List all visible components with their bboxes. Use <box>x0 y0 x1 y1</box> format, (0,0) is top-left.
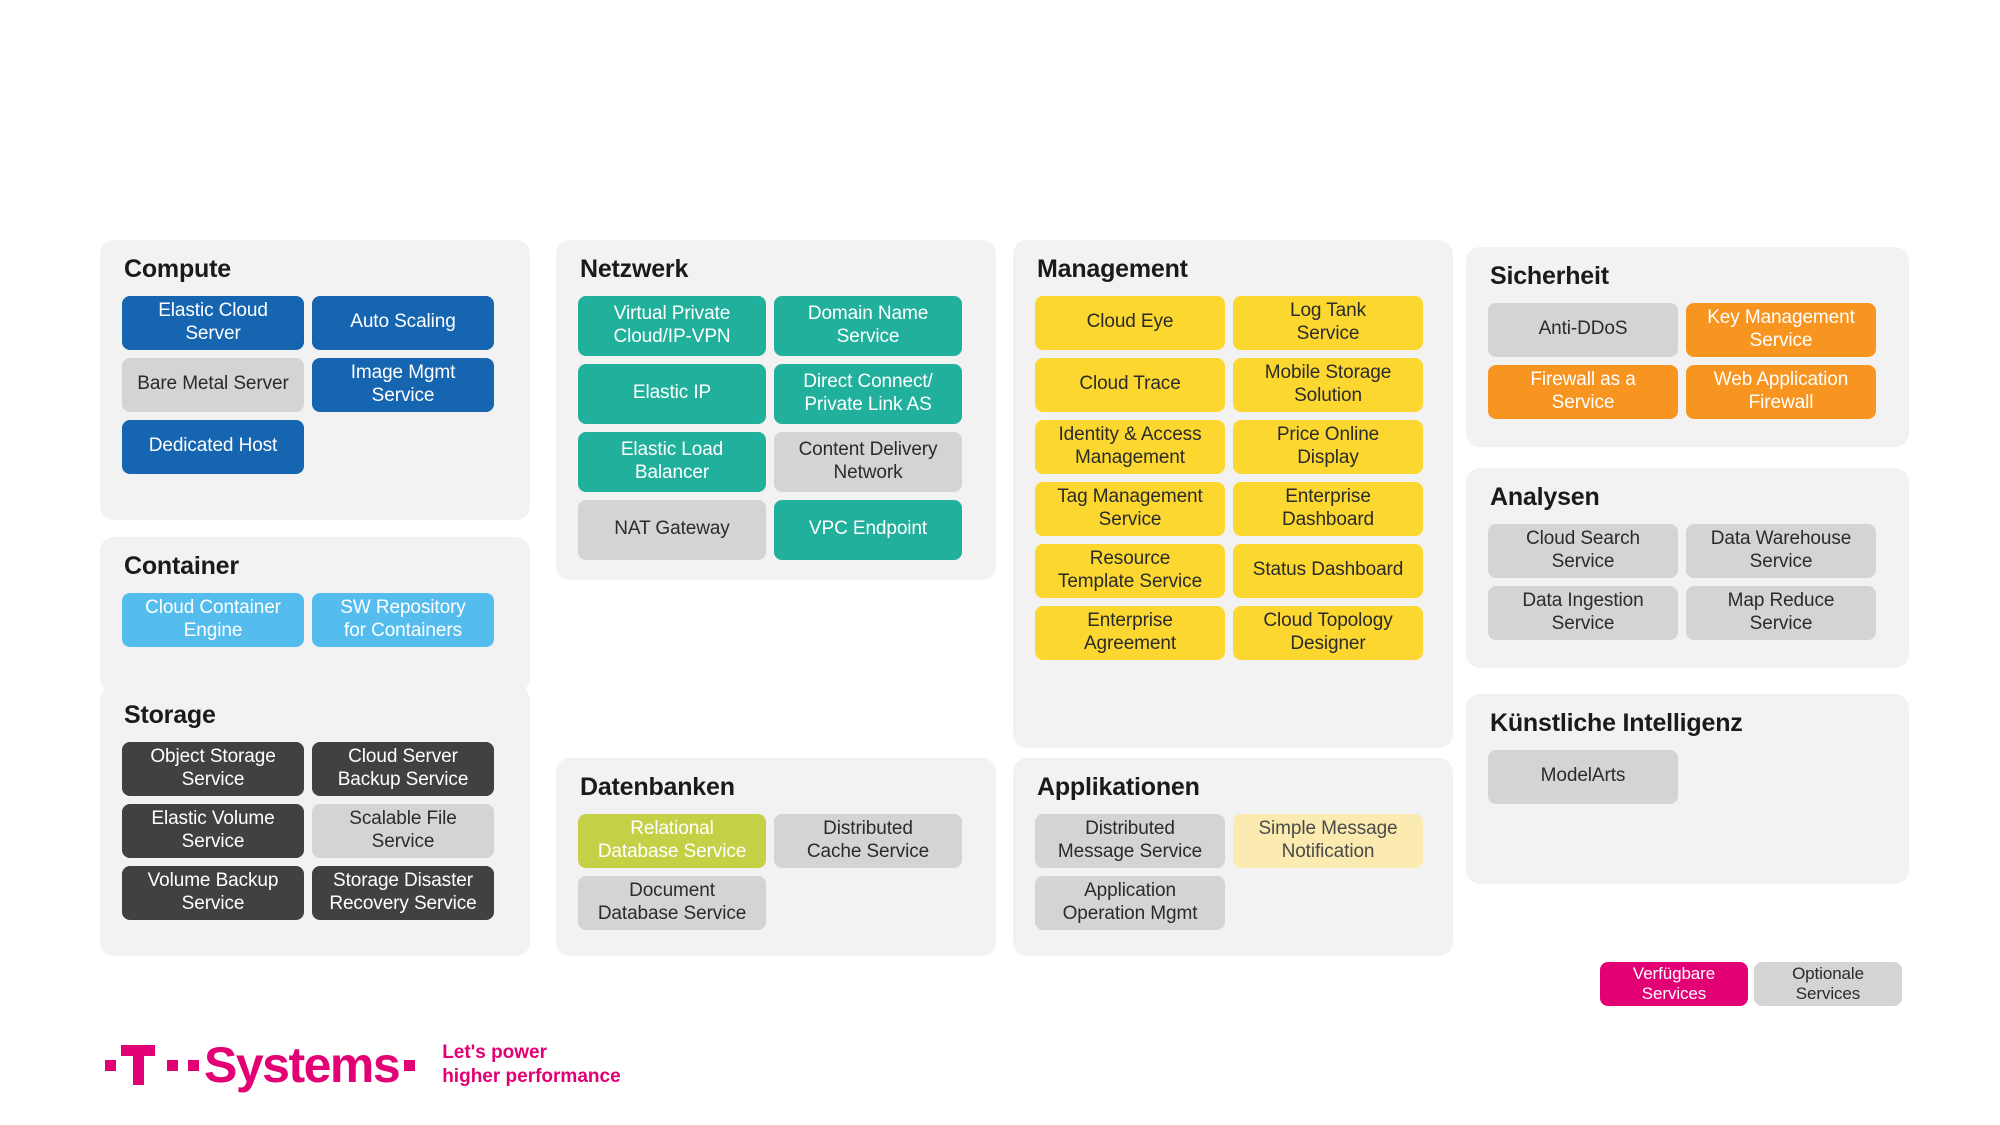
service-tile[interactable]: ModelArts <box>1488 749 1678 804</box>
service-tile[interactable]: Web Application Firewall <box>1686 364 1876 419</box>
group-title-container: Container <box>124 552 239 580</box>
service-tile[interactable]: Status Dashboard <box>1233 543 1423 598</box>
service-tile[interactable]: Cloud Container Engine <box>122 592 304 647</box>
logo-square-left <box>105 1059 116 1071</box>
service-tile[interactable]: Mobile Storage Solution <box>1233 357 1423 412</box>
service-tile[interactable]: Anti-DDoS <box>1488 302 1678 357</box>
group-title-netzwerk: Netzwerk <box>580 255 689 283</box>
logo-t-glyph <box>121 1045 155 1085</box>
service-tile[interactable]: Price Online Display <box>1233 419 1423 474</box>
logo-square-mid-2 <box>188 1059 199 1071</box>
service-tile[interactable]: Elastic Load Balancer <box>578 431 766 492</box>
service-tile[interactable]: Volume Backup Service <box>122 865 304 920</box>
service-tile[interactable]: Tag Management Service <box>1035 481 1225 536</box>
service-tile[interactable]: Direct Connect/ Private Link AS <box>774 363 962 424</box>
service-tile[interactable]: Enterprise Agreement <box>1035 605 1225 660</box>
service-tile[interactable]: Image Mgmt Service <box>312 357 494 412</box>
service-tile[interactable]: NAT Gateway <box>578 499 766 560</box>
service-tile[interactable]: Domain Name Service <box>774 295 962 356</box>
service-tile[interactable]: Key Management Service <box>1686 302 1876 357</box>
group-title-management: Management <box>1037 255 1188 283</box>
service-tile[interactable]: Enterprise Dashboard <box>1233 481 1423 536</box>
logo-claim: Let's power higher performance <box>442 1041 621 1087</box>
service-tile[interactable]: Firewall as a Service <box>1488 364 1678 419</box>
logo-mark: Systems <box>100 1040 420 1090</box>
group-title-storage: Storage <box>124 701 216 729</box>
logo-wordmark: Systems <box>204 1037 401 1093</box>
service-tile[interactable]: SW Repository for Containers <box>312 592 494 647</box>
group-title-ki: Künstliche Intelligenz <box>1490 709 1743 737</box>
service-tile[interactable]: Document Database Service <box>578 875 766 930</box>
service-tile[interactable]: Cloud Search Service <box>1488 523 1678 578</box>
service-tile[interactable]: Object Storage Service <box>122 741 304 796</box>
logo-square-mid-1 <box>167 1059 178 1071</box>
service-tile[interactable]: Content Delivery Network <box>774 431 962 492</box>
service-tile[interactable]: Bare Metal Server <box>122 357 304 412</box>
group-title-analysen: Analysen <box>1490 483 1600 511</box>
legend-item: Verfügbare Services <box>1600 962 1748 1006</box>
service-tile[interactable]: Elastic IP <box>578 363 766 424</box>
service-tile[interactable]: Map Reduce Service <box>1686 585 1876 640</box>
t-systems-logo: Systems Let's power higher performance <box>100 1040 621 1090</box>
service-tile[interactable]: Resource Template Service <box>1035 543 1225 598</box>
service-tile[interactable]: Cloud Topology Designer <box>1233 605 1423 660</box>
logo-square-right <box>404 1059 416 1071</box>
service-tile[interactable]: Scalable File Service <box>312 803 494 858</box>
service-tile[interactable]: Log Tank Service <box>1233 295 1423 350</box>
service-tile[interactable]: Cloud Trace <box>1035 357 1225 412</box>
service-tile[interactable]: Data Warehouse Service <box>1686 523 1876 578</box>
service-tile[interactable]: VPC Endpoint <box>774 499 962 560</box>
group-title-applikationen: Applikationen <box>1037 773 1200 801</box>
service-tile[interactable]: Distributed Message Service <box>1035 813 1225 868</box>
group-title-compute: Compute <box>124 255 231 283</box>
tile-grid-ki: ModelArts <box>1488 749 1876 804</box>
service-tile[interactable]: Auto Scaling <box>312 295 494 350</box>
service-tile[interactable]: Elastic Cloud Server <box>122 295 304 350</box>
service-tile[interactable]: Simple Message Notification <box>1233 813 1423 868</box>
service-tile[interactable]: Storage Disaster Recovery Service <box>312 865 494 920</box>
service-tile[interactable]: Cloud Eye <box>1035 295 1225 350</box>
service-tile[interactable]: Cloud Server Backup Service <box>312 741 494 796</box>
service-tile[interactable]: Identity & Access Management <box>1035 419 1225 474</box>
service-tile[interactable]: Elastic Volume Service <box>122 803 304 858</box>
service-tile[interactable]: Distributed Cache Service <box>774 813 962 868</box>
group-title-sicherheit: Sicherheit <box>1490 262 1609 290</box>
group-title-datenbanken: Datenbanken <box>580 773 735 801</box>
service-tile[interactable]: Data Ingestion Service <box>1488 585 1678 640</box>
legend-item: Optionale Services <box>1754 962 1902 1006</box>
service-tile[interactable]: Relational Database Service <box>578 813 766 868</box>
service-tile[interactable]: Dedicated Host <box>122 419 304 474</box>
service-tile[interactable]: Virtual Private Cloud/IP-VPN <box>578 295 766 356</box>
service-tile[interactable]: Application Operation Mgmt <box>1035 875 1225 930</box>
